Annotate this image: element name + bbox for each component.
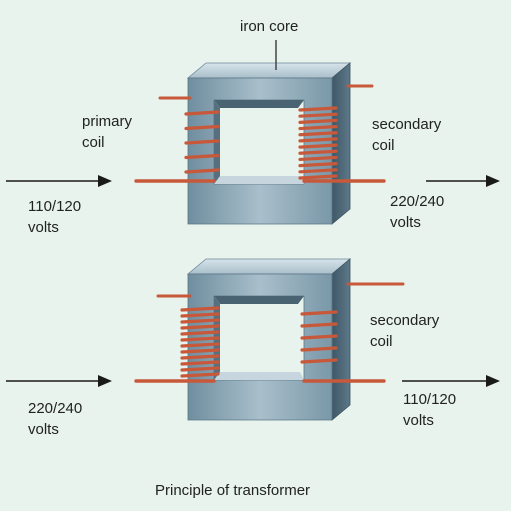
primary-coil-turn-step-down: [180, 336, 220, 342]
secondary-coil-turn-step-down: [300, 358, 338, 364]
primary-coil-turn-step-up: [184, 168, 220, 174]
label-secondary-coil-top: secondary coil: [372, 114, 441, 156]
label-bottom-output-voltage-value: 110/120: [403, 391, 457, 408]
primary-coil-turn-step-down: [180, 366, 220, 372]
primary-coil-turn-step-down: [180, 348, 220, 354]
arrow-layer: [6, 40, 500, 387]
output-arrow-head-step-up: [486, 175, 500, 187]
secondary-coil-turn-step-down: [300, 322, 338, 328]
label-secondary-coil-bottom: secondary coil: [370, 310, 439, 352]
primary-coil-turn-step-up: [184, 153, 220, 160]
core-window-top-inner-step-down: [214, 296, 304, 304]
secondary-coil-turn-step-up: [298, 131, 338, 137]
label-secondary-coil-top-line1: secondary: [372, 116, 442, 133]
input-arrow-head-step-up: [98, 175, 112, 187]
core-front-face-step-up: [187, 77, 333, 225]
primary-coil-turn-step-down: [180, 306, 220, 312]
label-secondary-coil-bottom-line2: coil: [370, 333, 393, 350]
input-arrow-head-step-down: [98, 375, 112, 387]
secondary-coil-turn-step-up: [298, 118, 338, 124]
secondary-coil-turn-step-down: [300, 310, 338, 316]
label-top-input-voltage: 110/120 volts: [28, 196, 81, 238]
primary-coil-turn-step-down: [180, 372, 220, 378]
secondary-coil-turn-step-up: [298, 124, 338, 131]
label-primary-coil: primary coil: [82, 111, 132, 153]
label-primary-coil-line2: coil: [82, 134, 105, 151]
label-top-input-voltage-unit: volts: [28, 219, 59, 236]
secondary-coil-turn-step-up: [298, 106, 338, 112]
primary-coil-turn-step-down: [180, 342, 220, 348]
secondary-coil-turn-step-up: [298, 168, 338, 174]
secondary-coil-turn-step-up: [298, 137, 338, 143]
label-secondary-coil-bottom-line1: secondary: [370, 312, 440, 329]
label-top-output-voltage-value: 220/240: [390, 193, 445, 210]
secondary-coil-turn-step-up: [298, 112, 338, 118]
label-bottom-input-voltage-unit: volts: [28, 421, 59, 438]
label-top-output-voltage-unit: volts: [390, 214, 421, 231]
label-top-input-voltage-value: 110/120: [28, 198, 82, 215]
primary-coil-turn-step-down: [180, 312, 220, 318]
primary-coil-turn-step-up: [184, 124, 220, 131]
label-bottom-input-voltage: 220/240 volts: [28, 398, 82, 440]
core-window-top-inner-step-up: [214, 100, 304, 108]
label-iron-core: iron core: [240, 18, 299, 35]
core-top-face-step-down: [186, 258, 352, 275]
secondary-coil-turn-step-up: [298, 162, 338, 168]
secondary-coil-turn-step-up: [298, 143, 338, 149]
primary-coil-turn-step-up: [184, 110, 220, 116]
core-window-bottom-inner-step-up: [214, 176, 304, 184]
wire-layer: [134, 84, 405, 383]
label-bottom-output-voltage-unit: volts: [403, 412, 434, 429]
secondary-coil-turn-step-down: [300, 346, 338, 352]
primary-coil-turn-step-down: [180, 354, 220, 360]
primary-coil-turn-step-up: [184, 139, 220, 145]
primary-coil-turn-step-down: [180, 324, 220, 330]
core-top-face-step-up: [186, 62, 352, 79]
core-window-bottom-inner-step-down: [214, 372, 304, 380]
primary-coil-turn-step-down: [180, 318, 220, 324]
output-arrow-head-step-down: [486, 375, 500, 387]
secondary-coil-turn-step-down: [300, 334, 338, 340]
label-bottom-output-voltage: 110/120 volts: [403, 389, 456, 431]
label-top-output-voltage: 220/240 volts: [390, 191, 444, 233]
label-primary-coil-line1: primary: [82, 113, 133, 130]
secondary-coil-turn-step-up: [298, 174, 338, 180]
secondary-coil-turn-step-up: [298, 155, 338, 162]
label-bottom-input-voltage-value: 220/240: [28, 400, 83, 417]
primary-coil-turn-step-down: [180, 360, 220, 366]
core-front-face-step-down: [187, 273, 333, 421]
primary-coil-turn-step-down: [180, 330, 220, 336]
diagram-caption: Principle of transformer: [155, 482, 311, 499]
secondary-coil-turn-step-up: [298, 149, 338, 155]
label-secondary-coil-top-line2: coil: [372, 137, 395, 154]
